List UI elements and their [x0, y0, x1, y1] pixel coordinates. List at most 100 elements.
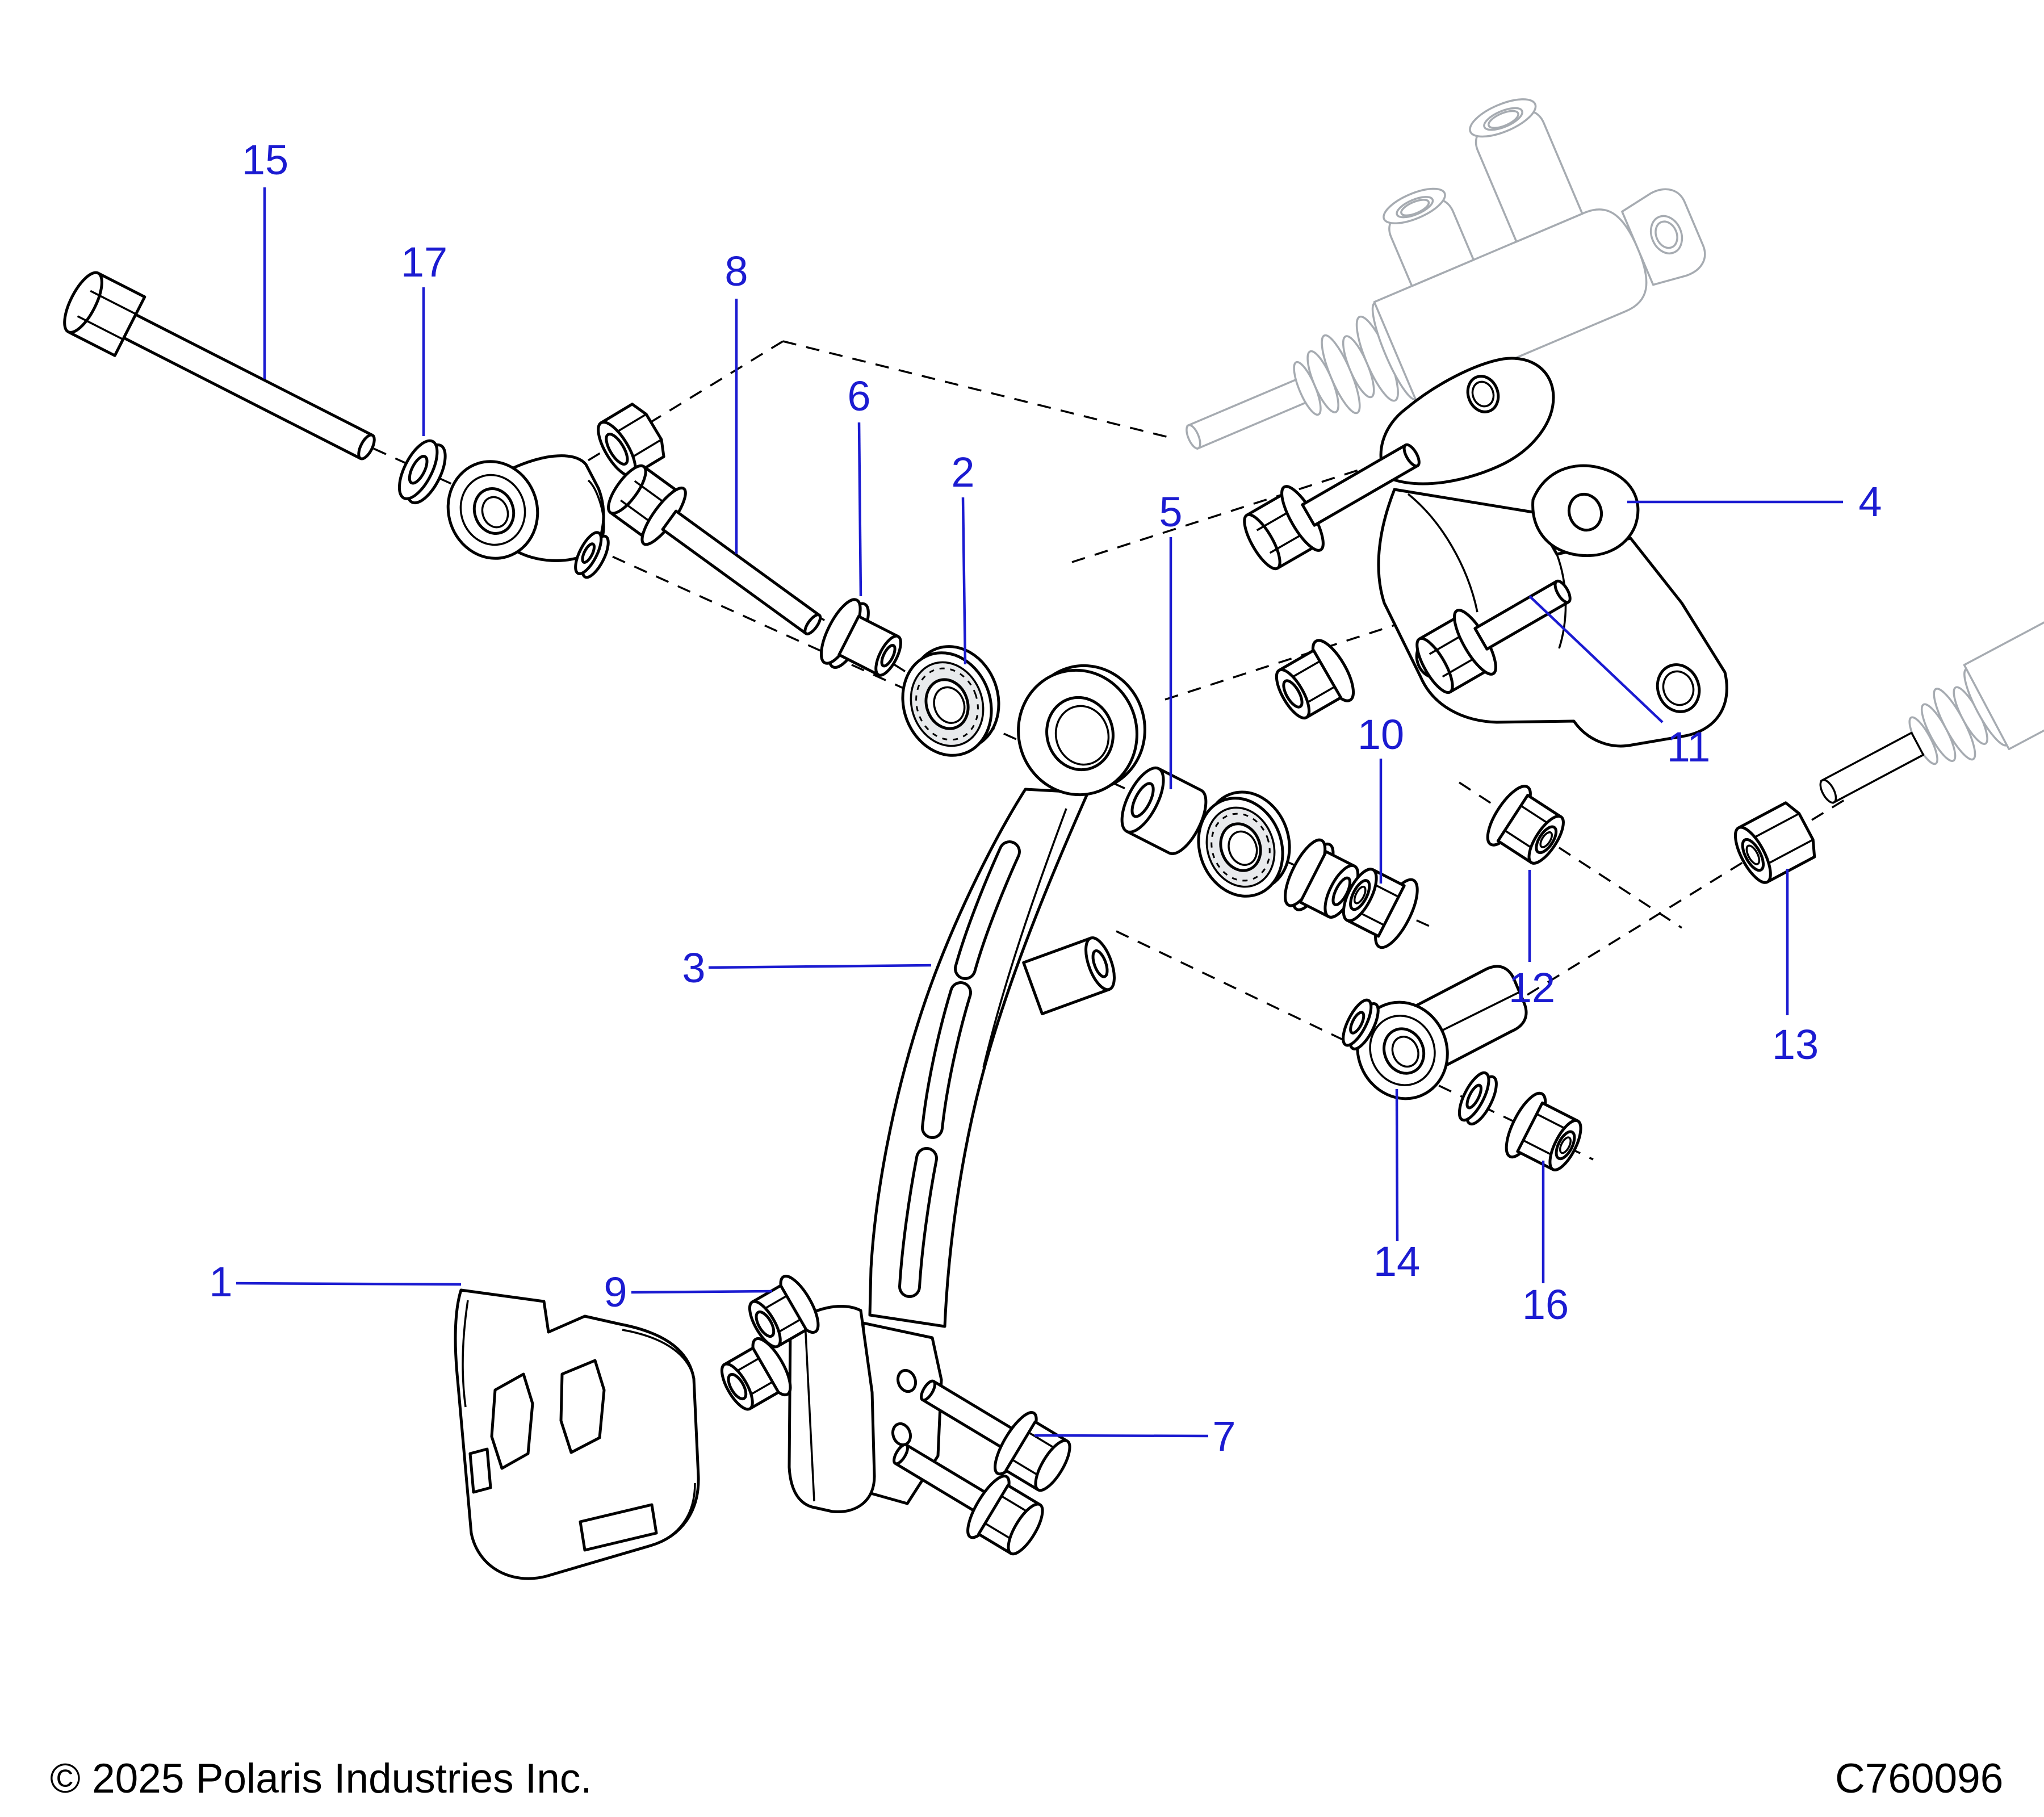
master-cylinder-ghost-right [1819, 596, 2044, 804]
head-facet [77, 315, 124, 341]
nut-bore-inner [1353, 885, 1367, 905]
arm-slot-3-inner [901, 1150, 935, 1295]
port-boss-1-bore-inner [1400, 199, 1430, 217]
callout-17: 17 [400, 238, 448, 286]
rod-end-upper [446, 454, 605, 562]
pedal-arm [788, 664, 1146, 1513]
bearing-balls [1211, 813, 1271, 882]
bracket-upper-ear-hole-inner [1471, 380, 1495, 408]
pushrod [1186, 378, 1308, 450]
bolt-8 [607, 464, 822, 635]
centerline-bolt11a-axis [1071, 460, 1387, 563]
pedal-bracket [1377, 357, 1728, 748]
port-boss-2-bore [1483, 107, 1523, 131]
guard-left-fold [462, 1300, 469, 1408]
washer-14-right [1457, 1071, 1498, 1126]
bolt-tip [1402, 443, 1421, 468]
bracket-upper-ear [1379, 357, 1555, 485]
pushrod-tip [1186, 424, 1201, 450]
centerline-stud12-axis [1459, 781, 1682, 929]
head-facet [620, 499, 652, 524]
nut-bore [727, 1373, 748, 1400]
callout-6: 6 [847, 372, 871, 420]
head-facet [1256, 510, 1291, 531]
washer-bore [581, 542, 596, 564]
bolt-head-face [1415, 637, 1454, 694]
bolt-tip [1553, 579, 1572, 604]
flange-nut-16 [1505, 1091, 1582, 1171]
arm-edge-line [982, 808, 1067, 1068]
washer-17 [397, 439, 447, 505]
bolt-tip [803, 613, 822, 635]
flange-nut-9a [748, 1274, 820, 1349]
callout-14: 14 [1373, 1238, 1421, 1285]
bolt-head-face [1007, 1502, 1044, 1556]
rear-clevis [1621, 188, 1706, 286]
bolt-tip [893, 1443, 910, 1466]
flange-nut-10 [1342, 868, 1419, 949]
flange-nut-12 [1486, 785, 1565, 865]
master-cylinder-ghost-top [1186, 98, 1706, 450]
pedal-pad-edge [804, 1321, 815, 1502]
hex-nut-13 [1733, 801, 1816, 884]
bolt-7a [920, 1379, 1071, 1492]
head-facet [1442, 656, 1477, 678]
bolt-tip [920, 1379, 937, 1402]
drawing-code: C760096 [1835, 1756, 2004, 1802]
leader-6 [857, 422, 862, 597]
head-facet [1429, 634, 1464, 655]
head-facet [90, 290, 137, 315]
guard-bottom-fold [650, 1483, 696, 1547]
guard-plate [454, 1288, 700, 1580]
flange-nut-9b [720, 1337, 792, 1411]
bushing-5 [1120, 766, 1208, 856]
callout-1: 1 [209, 1258, 233, 1305]
bearing-balls [915, 667, 979, 741]
ball-bore-inner [1391, 1036, 1419, 1068]
pedal-pad [788, 1305, 876, 1513]
pushrod [1820, 731, 1925, 804]
pivot-bore-inner [1054, 705, 1110, 766]
callout-10: 10 [1357, 711, 1405, 758]
bolt-15 [63, 271, 376, 460]
callout-7: 7 [1212, 1413, 1236, 1460]
callout-2: 2 [951, 449, 975, 496]
callout-12: 12 [1508, 964, 1556, 1011]
nut-bore-inner [1539, 831, 1553, 848]
centerline-pushrod-axis [782, 340, 1174, 439]
bolt-tip [357, 433, 376, 460]
callout-15: 15 [241, 136, 289, 183]
callout-5: 5 [1159, 488, 1183, 535]
leader-1 [236, 1282, 462, 1286]
link-boss [1022, 936, 1116, 1015]
guard-right-fold [622, 1329, 695, 1379]
head-facet [1269, 533, 1304, 554]
bushing-body [1125, 767, 1208, 856]
bearing-inner [1197, 790, 1291, 898]
bracket-fold-edge-1 [1407, 493, 1478, 613]
bushing-bore [880, 644, 897, 668]
cylinder-body [1963, 596, 2044, 751]
bolt-head-face [607, 464, 647, 515]
pushrod-tip [1819, 778, 1837, 804]
washer-bore [1349, 1011, 1366, 1035]
bushing-6 [819, 598, 902, 677]
bearing-bore-inner [1228, 830, 1258, 866]
leader-7 [1034, 1434, 1209, 1438]
guard-cutout-2 [559, 1359, 606, 1454]
washer-14-left [1342, 998, 1380, 1050]
bearing-2 [901, 645, 1000, 757]
rear-clevis-hole [1649, 215, 1683, 255]
callout-4: 4 [1858, 478, 1882, 525]
bracket-lower-hole-inner [1662, 670, 1695, 706]
nut-bore [755, 1311, 776, 1338]
leader-9 [631, 1290, 773, 1294]
flange-nut-bracket [1275, 639, 1355, 720]
foot-tab-hole-1 [896, 1368, 918, 1393]
copyright-notice: © 2025 Polaris Industries Inc. [50, 1756, 592, 1802]
bolt-head-face [1243, 513, 1281, 571]
leader-lines [236, 187, 1843, 1438]
link-boss-bore [1091, 949, 1109, 978]
leader-11 [1528, 595, 1664, 723]
